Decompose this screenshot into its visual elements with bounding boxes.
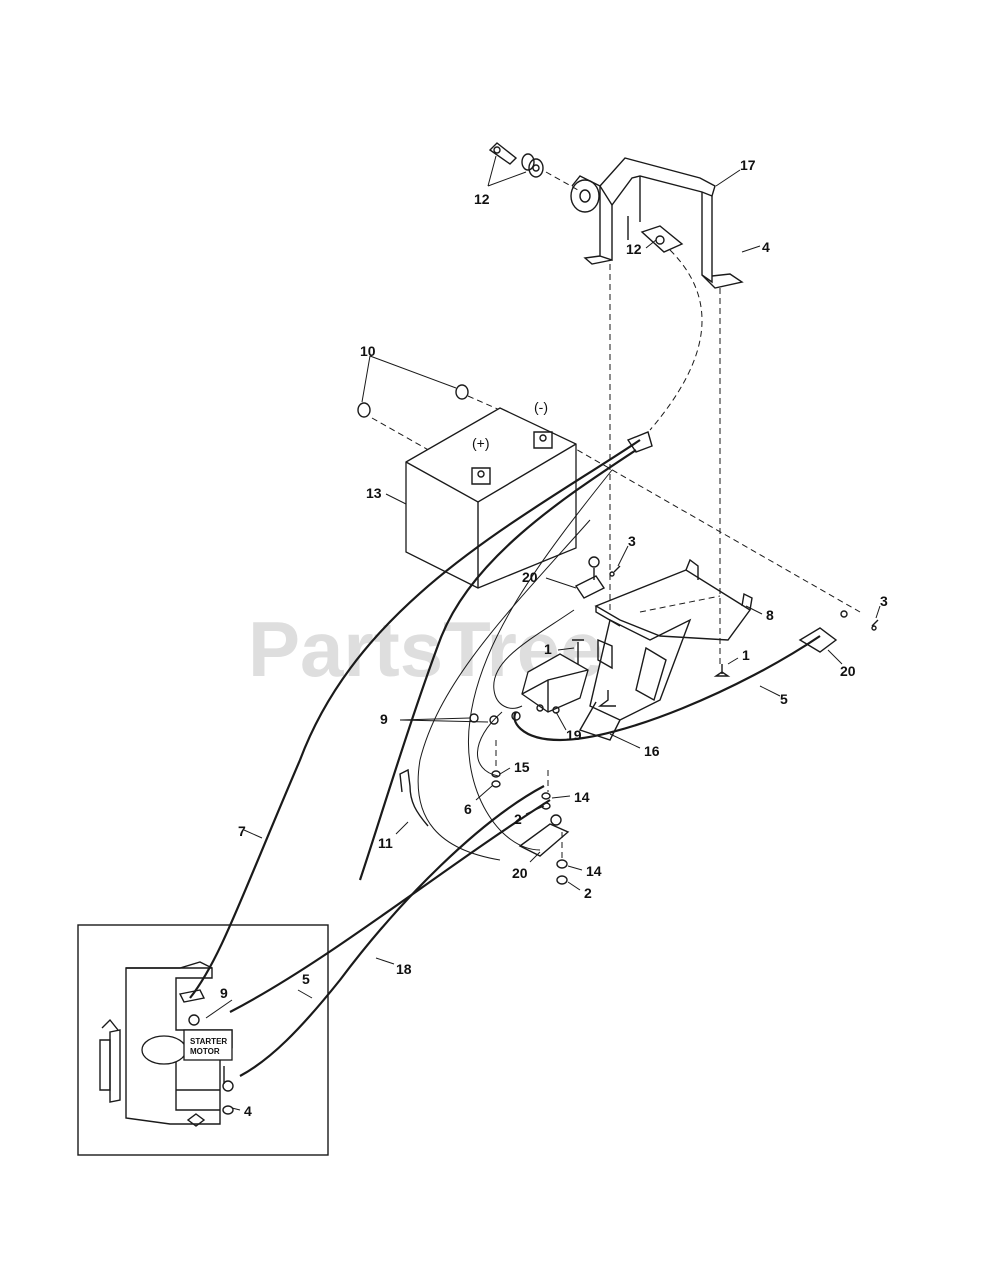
callout-13: 13 bbox=[366, 485, 382, 501]
inset-box bbox=[77, 924, 329, 1156]
callout-4-top: 4 bbox=[762, 239, 770, 255]
part-16-mount-bracket bbox=[578, 618, 692, 741]
callout-7: 7 bbox=[238, 823, 246, 839]
callout-1-left: 1 bbox=[544, 641, 552, 657]
battery-negative-label: (-) bbox=[534, 399, 548, 415]
battery bbox=[405, 407, 577, 589]
starter-motor-label-2: MOTOR bbox=[190, 1047, 220, 1056]
callout-5-inset: 5 bbox=[302, 971, 310, 987]
engine-illustration bbox=[99, 961, 234, 1127]
callout-11: 11 bbox=[378, 835, 393, 851]
callout-20-right: 20 bbox=[840, 663, 856, 679]
callout-19: 19 bbox=[566, 727, 582, 743]
callout-17: 17 bbox=[740, 157, 756, 173]
callout-4-inset: 4 bbox=[244, 1103, 252, 1119]
part-12-clip bbox=[488, 142, 544, 178]
callout-15: 15 bbox=[514, 759, 530, 775]
cable-end-20-right bbox=[798, 610, 848, 653]
cable-end-20-lower bbox=[518, 814, 570, 857]
callout-9-inset: 9 bbox=[220, 985, 228, 1001]
callout-18: 18 bbox=[396, 961, 412, 977]
cable-7 bbox=[189, 439, 641, 999]
cable-5 bbox=[513, 635, 821, 742]
battery-hold-down-bracket bbox=[570, 157, 744, 289]
part-10-bolts bbox=[357, 384, 469, 418]
callout-8: 8 bbox=[766, 607, 774, 623]
callout-1-right: 1 bbox=[742, 647, 750, 663]
starter-relay bbox=[521, 653, 589, 714]
cable-end-20-upper bbox=[574, 556, 606, 599]
callout-12-lower: 12 bbox=[626, 241, 642, 257]
callout-5-upper: 5 bbox=[780, 691, 788, 707]
cable-18 bbox=[239, 785, 545, 1077]
callout-6: 6 bbox=[464, 801, 472, 817]
callout-12-top: 12 bbox=[474, 191, 490, 207]
callout-16: 16 bbox=[644, 743, 660, 759]
callout-20-upper: 20 bbox=[522, 569, 538, 585]
part-11-clip bbox=[399, 768, 429, 827]
callout-10: 10 bbox=[360, 343, 376, 359]
callout-9-upper: 9 bbox=[380, 711, 388, 727]
battery-positive-label: (+) bbox=[472, 435, 490, 451]
part-12-nut bbox=[640, 225, 684, 253]
callout-14-lower: 14 bbox=[586, 863, 602, 879]
starter-motor-label: STARTER bbox=[190, 1037, 227, 1046]
callout-3-right: 3 bbox=[880, 593, 888, 609]
callout-2-upper: 2 bbox=[514, 811, 522, 827]
callout-20-lower: 20 bbox=[512, 865, 528, 881]
callout-2-lower: 2 bbox=[584, 885, 592, 901]
callout-3-left: 3 bbox=[628, 533, 636, 549]
callout-14-upper: 14 bbox=[574, 789, 590, 805]
